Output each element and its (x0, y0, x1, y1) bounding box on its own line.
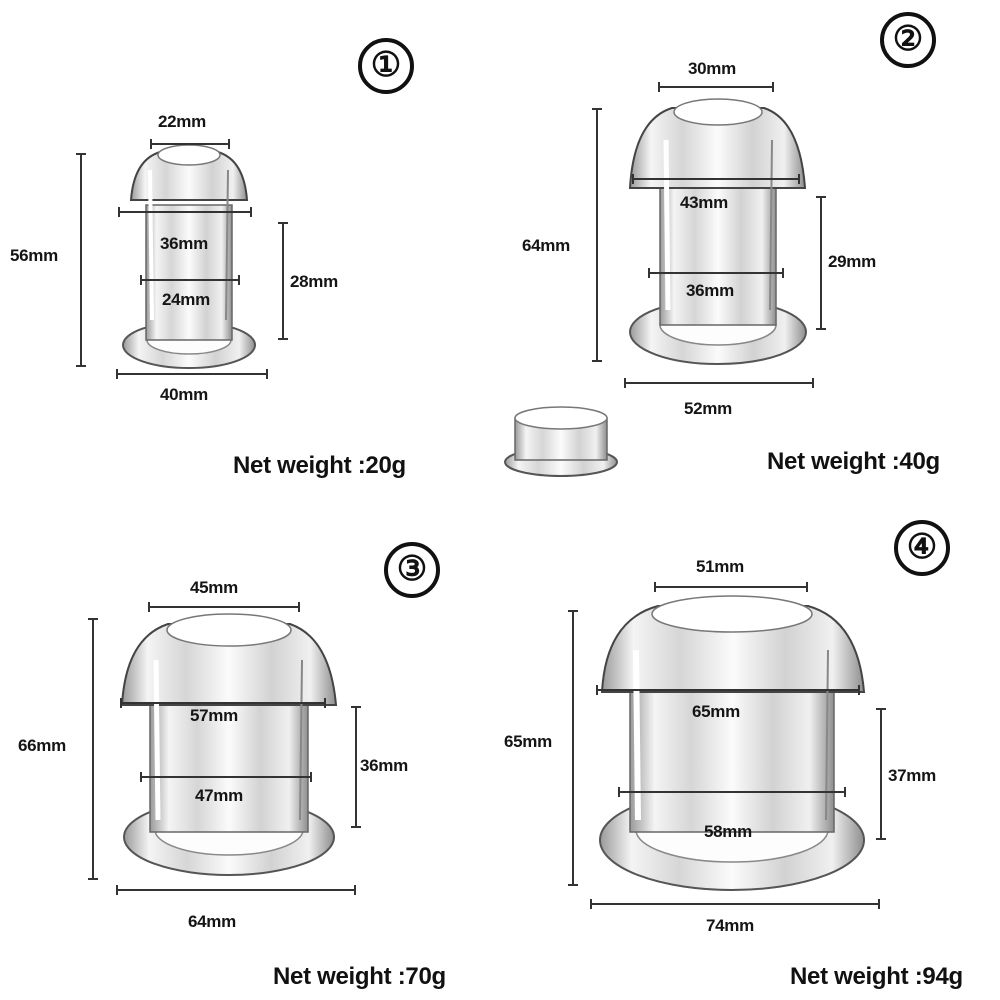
height-label: 56mm (10, 246, 58, 265)
section-height-label: 37mm (888, 766, 936, 785)
height-label: 66mm (18, 736, 66, 755)
mid-width-label: 65mm (692, 702, 740, 721)
inner-width-label: 58mm (704, 822, 752, 841)
dim-line-height (76, 153, 86, 367)
height-label: 64mm (522, 236, 570, 255)
net-weight-label: Net weight :20g (233, 452, 406, 479)
section-height-label: 29mm (828, 252, 876, 271)
product-panel-2: ② 30mm 64mm 43mm 36mm 29mm 52mm Net weig… (500, 0, 1000, 500)
product-number-badge: ② (880, 12, 936, 68)
product-number-badge: ① (358, 38, 414, 94)
dim-line-base-width (116, 885, 356, 895)
product-number-badge: ③ (384, 542, 440, 598)
dim-line-height (568, 610, 578, 886)
dim-line-mid-width (632, 174, 800, 184)
product-panel-4: ④ 51mm 65mm 65mm 58mm 37mm 74mm Net weig… (500, 500, 1000, 1000)
height-label: 65mm (504, 732, 552, 751)
top-opening-label: 45mm (190, 578, 238, 597)
dim-line-section-height (816, 196, 826, 330)
dim-line-inner-width (140, 772, 312, 782)
dim-line-top-opening (654, 582, 808, 592)
dim-line-inner-width (648, 268, 784, 278)
section-height-label: 28mm (290, 272, 338, 291)
base-width-label: 40mm (160, 385, 208, 404)
dim-line-mid-width (118, 207, 252, 217)
glass-plug-1-image (122, 144, 256, 369)
mid-width-label: 57mm (190, 706, 238, 725)
glass-plug-2-image (504, 98, 807, 477)
net-weight-label: Net weight :40g (767, 448, 940, 475)
dim-line-top-opening (150, 139, 230, 149)
dim-line-inner-width (618, 787, 846, 797)
dim-line-section-height (278, 222, 288, 340)
dim-line-base-width (624, 378, 814, 388)
dim-line-mid-width (120, 698, 326, 708)
dim-line-base-width (590, 899, 880, 909)
base-width-label: 64mm (188, 912, 236, 931)
dim-line-top-opening (658, 82, 774, 92)
inner-width-label: 36mm (686, 281, 734, 300)
dim-line-base-width (116, 369, 268, 379)
dim-line-height (88, 618, 98, 880)
inner-width-label: 47mm (195, 786, 243, 805)
top-opening-label: 22mm (158, 112, 206, 131)
mid-width-label: 43mm (680, 193, 728, 212)
base-width-label: 52mm (684, 399, 732, 418)
top-opening-label: 51mm (696, 557, 744, 576)
dim-line-section-height (876, 708, 886, 840)
dim-line-section-height (351, 706, 361, 828)
net-weight-label: Net weight :70g (273, 963, 446, 990)
inner-width-label: 24mm (162, 290, 210, 309)
product-panel-3: ③ 45mm 66mm 57mm 47mm 36mm 64mm Net weig… (0, 500, 500, 1000)
dim-line-mid-width (596, 685, 860, 695)
top-opening-label: 30mm (688, 59, 736, 78)
section-height-label: 36mm (360, 756, 408, 775)
product-panel-1: ① 22mm 56mm 36mm 24mm 28mm 40mm Net weig… (0, 0, 500, 500)
dim-line-height (592, 108, 602, 362)
glass-plug-3-image (120, 613, 338, 876)
mid-width-label: 36mm (160, 234, 208, 253)
dim-line-inner-width (140, 275, 240, 285)
product-number-badge: ④ (894, 520, 950, 576)
net-weight-label: Net weight :94g (790, 963, 963, 990)
dim-line-top-opening (148, 602, 300, 612)
base-width-label: 74mm (706, 916, 754, 935)
glass-plug-4-image (599, 595, 866, 891)
